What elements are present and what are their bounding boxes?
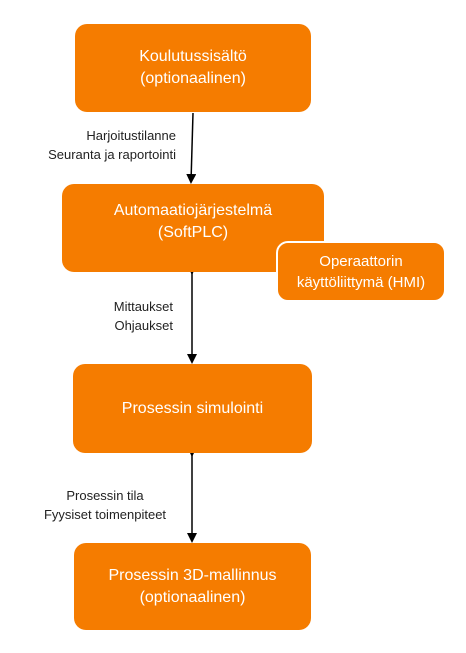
process-simulation-box: Prosessin simulointi	[73, 364, 312, 453]
operator-hmi-line-1: Operaattorin	[319, 252, 403, 270]
label-process-state: Prosessin tila	[66, 488, 144, 503]
process-simulation-line-1: Prosessin simulointi	[121, 399, 264, 417]
process-3d-modeling-line-1: Prosessin 3D-mallinnus	[108, 566, 277, 584]
process-3d-modeling-line-2: (optionaalinen)	[139, 588, 246, 606]
operator-hmi-line-2: käyttöliittymä (HMI)	[296, 273, 426, 291]
training-content-line-1: Koulutussisältö	[139, 48, 247, 65]
automation-system-line-1: Automaatiojärjestelmä	[113, 202, 273, 219]
label-controls: Ohjaukset	[114, 318, 173, 333]
automation-system-line-2: (SoftPLC)	[157, 224, 229, 241]
label-simulation-modeling: Prosessin tila Fyysiset toimenpiteet	[26, 486, 184, 524]
label-training-line-1: Harjoitustilanne	[86, 128, 176, 143]
arrow-training-to-automation	[186, 112, 197, 184]
label-training-line-2: Seuranta ja raportointi	[48, 147, 176, 162]
label-measurements: Mittaukset	[113, 299, 173, 314]
label-physical-actions: Fyysiset toimenpiteet	[43, 507, 167, 522]
process-3d-modeling-box: Prosessin 3D-mallinnus (optionaalinen)	[74, 543, 311, 630]
label-training-to-automation: Harjoitustilanne Seuranta ja raportointi	[10, 126, 176, 164]
operator-hmi-box: Operaattorin käyttöliittymä (HMI)	[276, 241, 446, 302]
training-content-box: Koulutussisältö (optionaalinen)	[75, 24, 311, 112]
label-automation-simulation: Mittaukset Ohjaukset	[80, 297, 173, 335]
training-content-line-2: (optionaalinen)	[140, 70, 246, 87]
